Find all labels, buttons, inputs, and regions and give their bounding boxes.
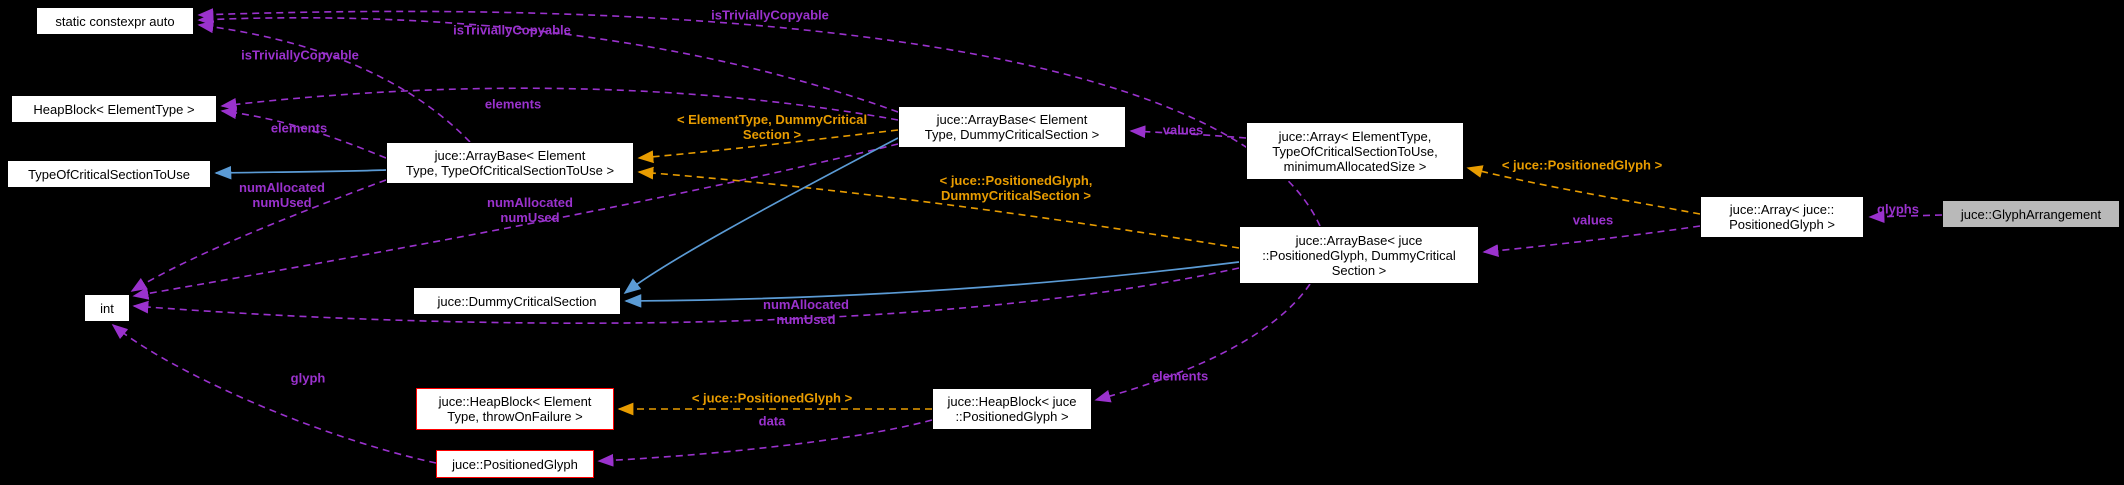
node-glypharrangement: juce::GlyphArrangement: [1942, 200, 2120, 228]
edge-label-template-elementtype-dummycriticalsection: < ElementType, DummyCritical Section >: [676, 112, 868, 142]
node-heapblock-positionedglyph[interactable]: juce::HeapBlock< juce ::PositionedGlyph …: [932, 388, 1092, 430]
edge-values-array-pg-to-arraybase-pg: [1482, 225, 1701, 257]
edge-label-elements-3: elements: [1151, 368, 1209, 384]
edge-elements-from-arraybase-tocstu: [220, 106, 387, 159]
edge-label-elements-2: elements: [484, 96, 542, 112]
edge-values-array-et-to-arraybase-dcs: [1129, 125, 1247, 139]
edge-istriviallycopyable-from-arraybase-tocstu: [197, 20, 471, 143]
edge-template-array-pg-to-array: [1466, 165, 1701, 215]
edge-elements-from-arraybase-dcs: [220, 87, 899, 121]
edge-label-template-positionedglyph-dummycriticalsection: < juce::PositionedGlyph, DummyCriticalSe…: [939, 173, 1093, 203]
edge-label-elements-1: elements: [270, 120, 328, 136]
node-arraybase-elementtype-typeofcriticalsectiontouse[interactable]: juce::ArrayBase< Element Type, TypeOfCri…: [386, 142, 634, 184]
edge-numallocated-from-arraybase-tocstu: [130, 179, 387, 292]
node-heapblock-elementtype-throwonfailure[interactable]: juce::HeapBlock< Element Type, throwOnFa…: [416, 388, 614, 430]
node-arraybase-elementtype-dummycriticalsection[interactable]: juce::ArrayBase< Element Type, DummyCrit…: [898, 106, 1126, 148]
edge-label-template-positionedglyph-bottom: < juce::PositionedGlyph >: [691, 390, 853, 406]
edge-numallocated-from-arraybase-pg: [132, 267, 1240, 324]
node-array-positionedglyph[interactable]: juce::Array< juce:: PositionedGlyph >: [1700, 196, 1864, 238]
edge-data-heapblock-pg-to-positionedglyph: [597, 419, 933, 467]
edge-label-glyphs: glyphs: [1877, 201, 1919, 217]
edge-numallocated-from-arraybase-dcs: [132, 143, 899, 300]
edge-istriviallycopyable-from-arraybase-dcs: [197, 12, 899, 113]
edge-label-istriviallycopyable-1: isTriviallyCopyable: [241, 47, 359, 63]
node-array-elementtype[interactable]: juce::Array< ElementType, TypeOfCritical…: [1246, 122, 1464, 180]
edge-glyph-positionedglyph-to-int: [111, 323, 437, 464]
edge-label-istriviallycopyable-3: isTriviallyCopyable: [711, 7, 829, 23]
node-dummycriticalsection[interactable]: juce::DummyCriticalSection: [413, 287, 621, 315]
edge-inherit-arraybase-pg-to-dummycriticalsection: [624, 261, 1240, 308]
node-typeofcriticalsectiontouse: TypeOfCriticalSectionToUse: [7, 160, 211, 188]
edge-glyphs-glypharrangement-to-array-pg: [1868, 210, 1943, 223]
node-static-constexpr-auto: static constexpr auto: [36, 7, 194, 35]
edge-label-glyph: glyph: [290, 370, 326, 386]
node-heapblock-elementtype[interactable]: HeapBlock< ElementType >: [11, 95, 217, 123]
edge-inherit-arraybase-to-typeofcriticalsection: [214, 165, 387, 180]
edge-label-values-2: values: [1572, 212, 1614, 228]
edge-elements-arraybase-pg-to-heapblock-pg: [1094, 283, 1311, 403]
node-arraybase-positionedglyph-dummycriticalsection[interactable]: juce::ArrayBase< juce ::PositionedGlyph,…: [1239, 226, 1479, 284]
edge-label-values-1: values: [1162, 122, 1204, 138]
edge-label-numallocated-1: numAllocated numUsed: [239, 180, 325, 210]
node-positionedglyph[interactable]: juce::PositionedGlyph: [436, 450, 594, 478]
edge-inherit-arraybase-dcs-to-dummycriticalsection: [623, 137, 899, 295]
edge-template-arraybase-pg-to-arraybase: [637, 166, 1240, 249]
edge-label-template-positionedglyph-top: < juce::PositionedGlyph >: [1501, 157, 1663, 173]
edge-label-data: data: [758, 413, 786, 429]
edge-label-numallocated-2: numAllocated numUsed: [487, 195, 573, 225]
edge-istriviallycopyable-from-arraybase-pg: [197, 8, 1321, 227]
edge-label-numallocated-3: numAllocated numUsed: [763, 297, 849, 327]
node-int: int: [84, 294, 130, 322]
edge-label-istriviallycopyable-2: isTriviallyCopyable: [453, 22, 571, 38]
